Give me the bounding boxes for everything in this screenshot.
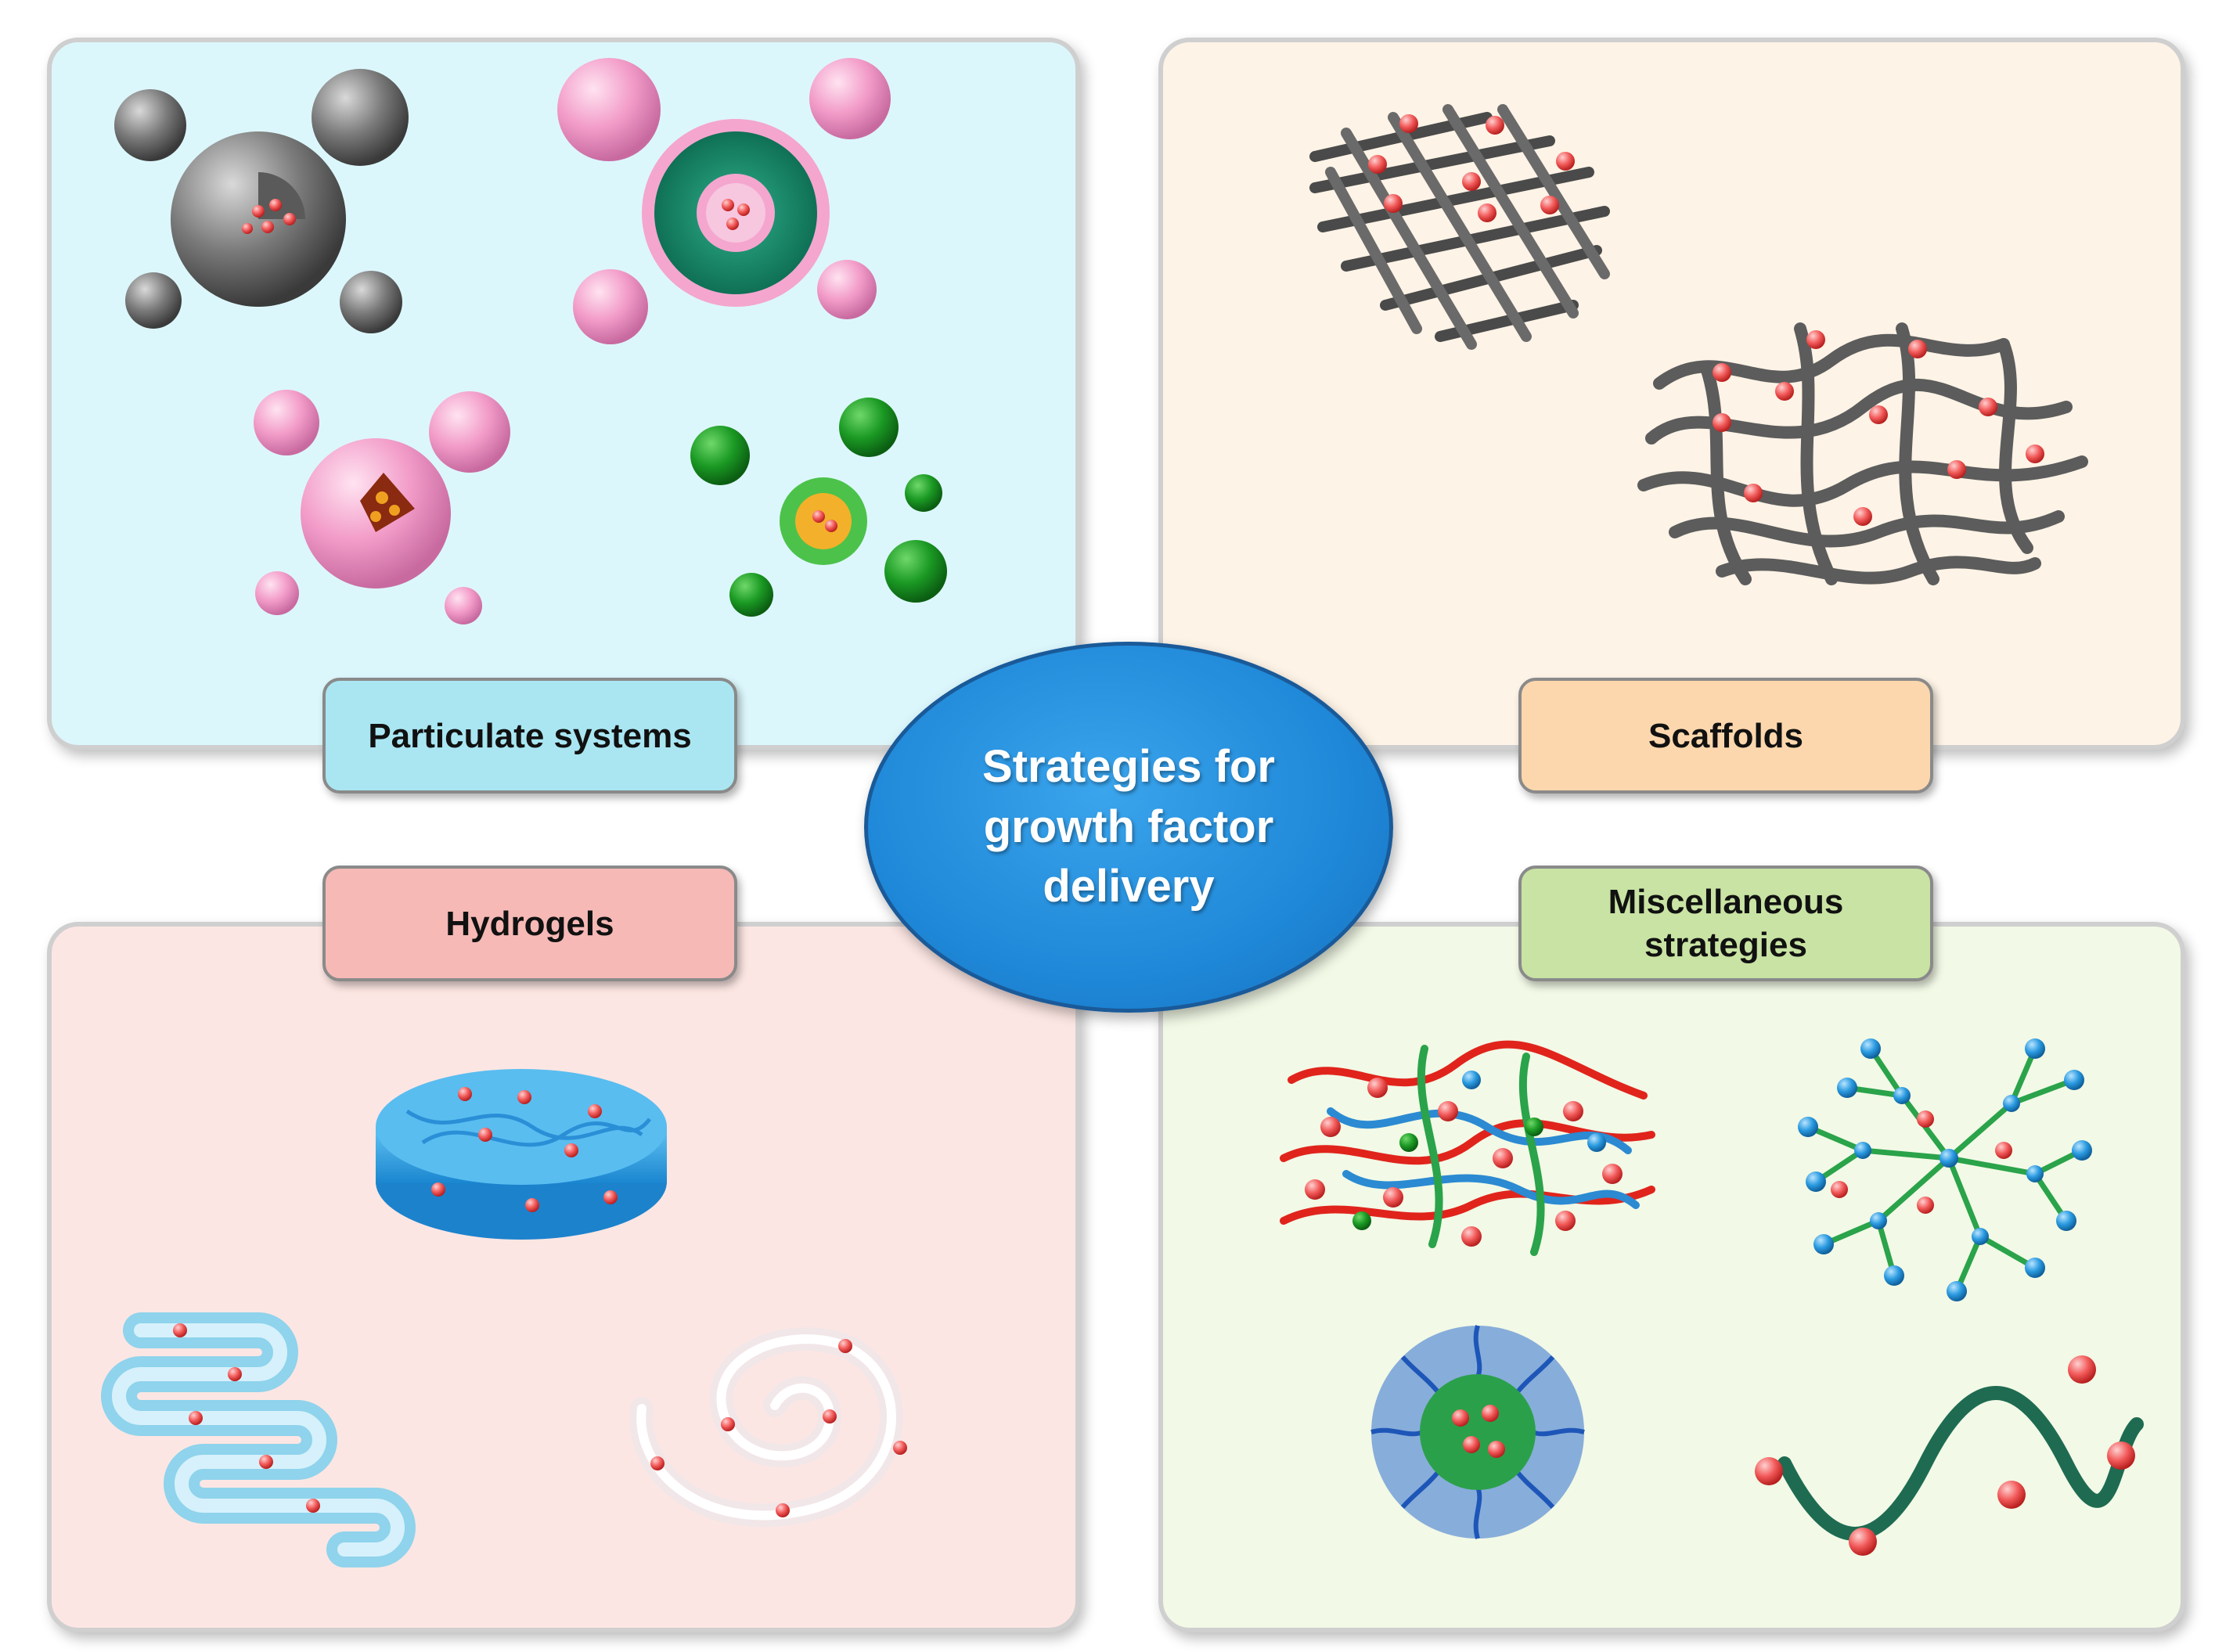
miscellaneous-strategies-label: Miscellaneous strategies <box>1518 866 1933 981</box>
particulate-systems-text: Particulate systems <box>368 716 692 755</box>
scaffolds-text: Scaffolds <box>1648 716 1804 755</box>
3d-printed-scaffold-icon <box>1309 104 1610 350</box>
bulk-hydrogel-disc-icon <box>376 1069 667 1240</box>
polymer-conjugate-icon <box>1755 1355 2144 1556</box>
hydrogel-spiral-icon <box>629 1327 907 1528</box>
scaffolds-label: Scaffolds <box>1518 678 1933 794</box>
dendrimer-icon <box>1798 1038 2092 1301</box>
polymeric-micelle-icon <box>1370 1325 1585 1539</box>
miscellaneous-strategies-text: Miscellaneous strategies <box>1608 883 1844 964</box>
porous-microsphere-icon <box>114 69 409 333</box>
polyelectrolyte-complex-icon <box>1280 1040 1655 1256</box>
liposome-icon <box>557 58 891 344</box>
pink-nanoparticle-icon <box>254 390 510 624</box>
miscellaneous-panel <box>1158 922 2185 1632</box>
hydrogels-label: Hydrogels <box>322 866 737 981</box>
center-ellipse: Strategies for growth factor delivery <box>864 642 1393 1013</box>
hydrogels-text: Hydrogels <box>445 904 614 943</box>
center-title: Strategies for growth factor delivery <box>982 741 1275 912</box>
green-nanoparticle-icon <box>690 398 947 617</box>
particulate-systems-label: Particulate systems <box>322 678 737 794</box>
hydrogel-fiber-icon <box>101 1312 416 1567</box>
electrospun-fiber-scaffold-icon <box>1637 322 2088 585</box>
